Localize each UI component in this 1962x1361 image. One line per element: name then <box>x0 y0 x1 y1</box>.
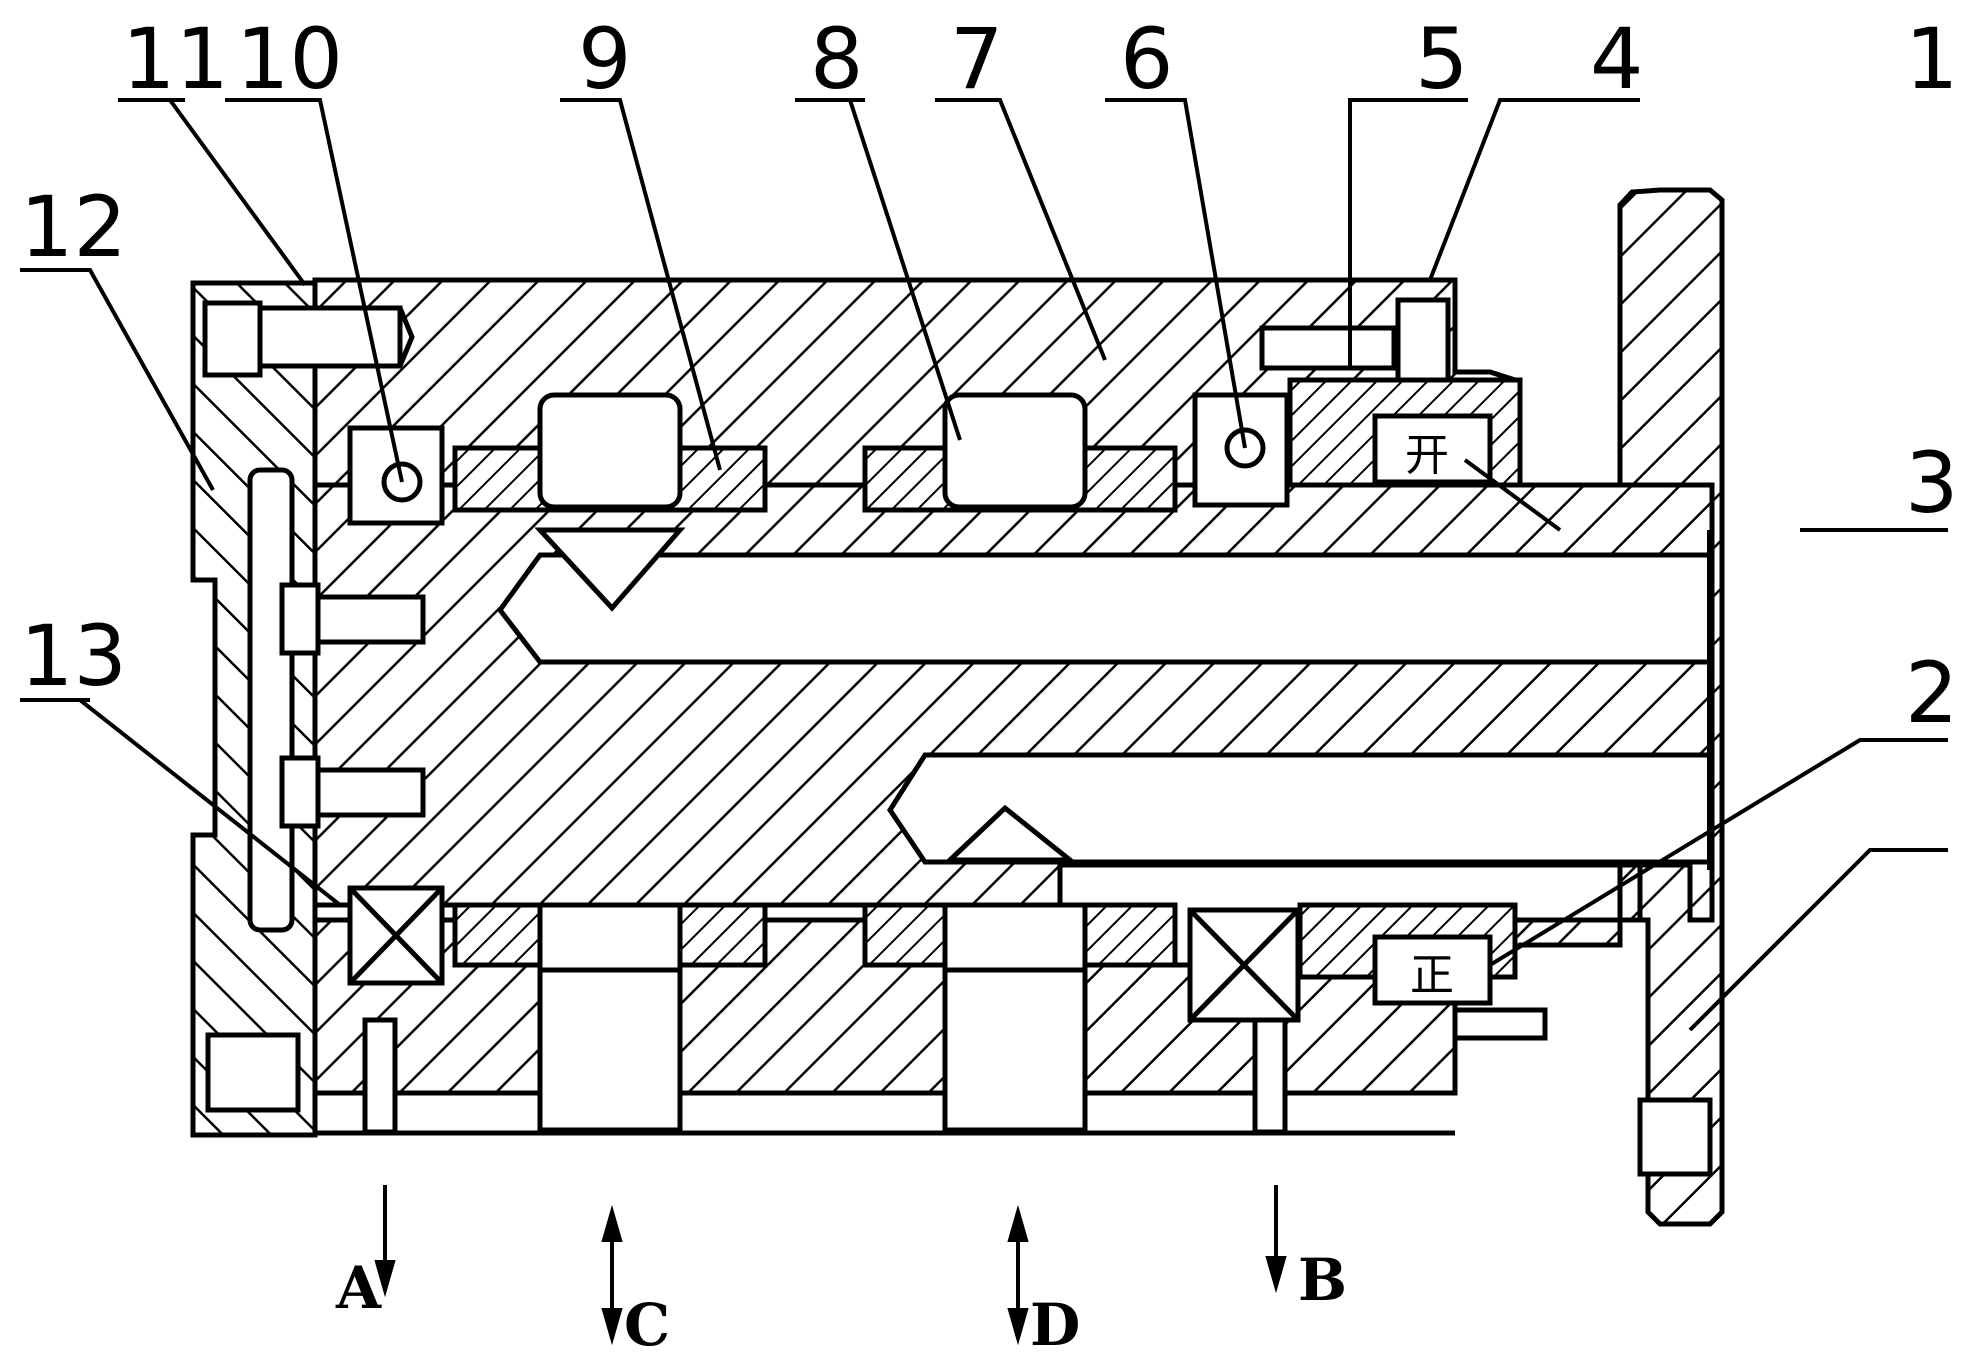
flow-label-c: C <box>624 1291 670 1356</box>
seal-sleeves <box>452 392 1178 973</box>
label-part-12: 12 <box>20 178 127 276</box>
shaft-part <box>307 482 1715 923</box>
seal-label-upper: 开 <box>1405 430 1449 481</box>
label-part-11: 11 <box>122 10 229 108</box>
flow-arrows <box>374 1185 1287 1346</box>
label-part-6: 6 <box>1120 10 1173 108</box>
label-part-1: 1 <box>1905 10 1958 108</box>
flow-label-a: A <box>335 1254 382 1322</box>
seal-label-lower: 正 <box>1410 950 1454 1001</box>
label-part-10: 10 <box>236 10 343 108</box>
label-part-5: 5 <box>1415 10 1468 108</box>
flow-label-d: D <box>1030 1291 1080 1356</box>
right-cover <box>1287 377 1713 1006</box>
flow-label-b: B <box>1298 1246 1347 1314</box>
label-part-8: 8 <box>810 10 863 108</box>
label-underlines <box>20 98 1948 852</box>
label-part-4: 4 <box>1590 10 1643 108</box>
label-part-2: 2 <box>1905 644 1958 742</box>
part-number-labels: 1 2 3 4 5 6 7 8 9 10 11 12 13 <box>20 10 1958 742</box>
label-part-3: 3 <box>1905 434 1958 532</box>
label-part-7: 7 <box>950 10 1003 108</box>
label-part-13: 13 <box>20 607 127 705</box>
label-part-9: 9 <box>578 10 631 108</box>
bearings <box>347 392 1301 1023</box>
bolts <box>257 297 1548 1041</box>
end-cap-part <box>190 280 318 1138</box>
